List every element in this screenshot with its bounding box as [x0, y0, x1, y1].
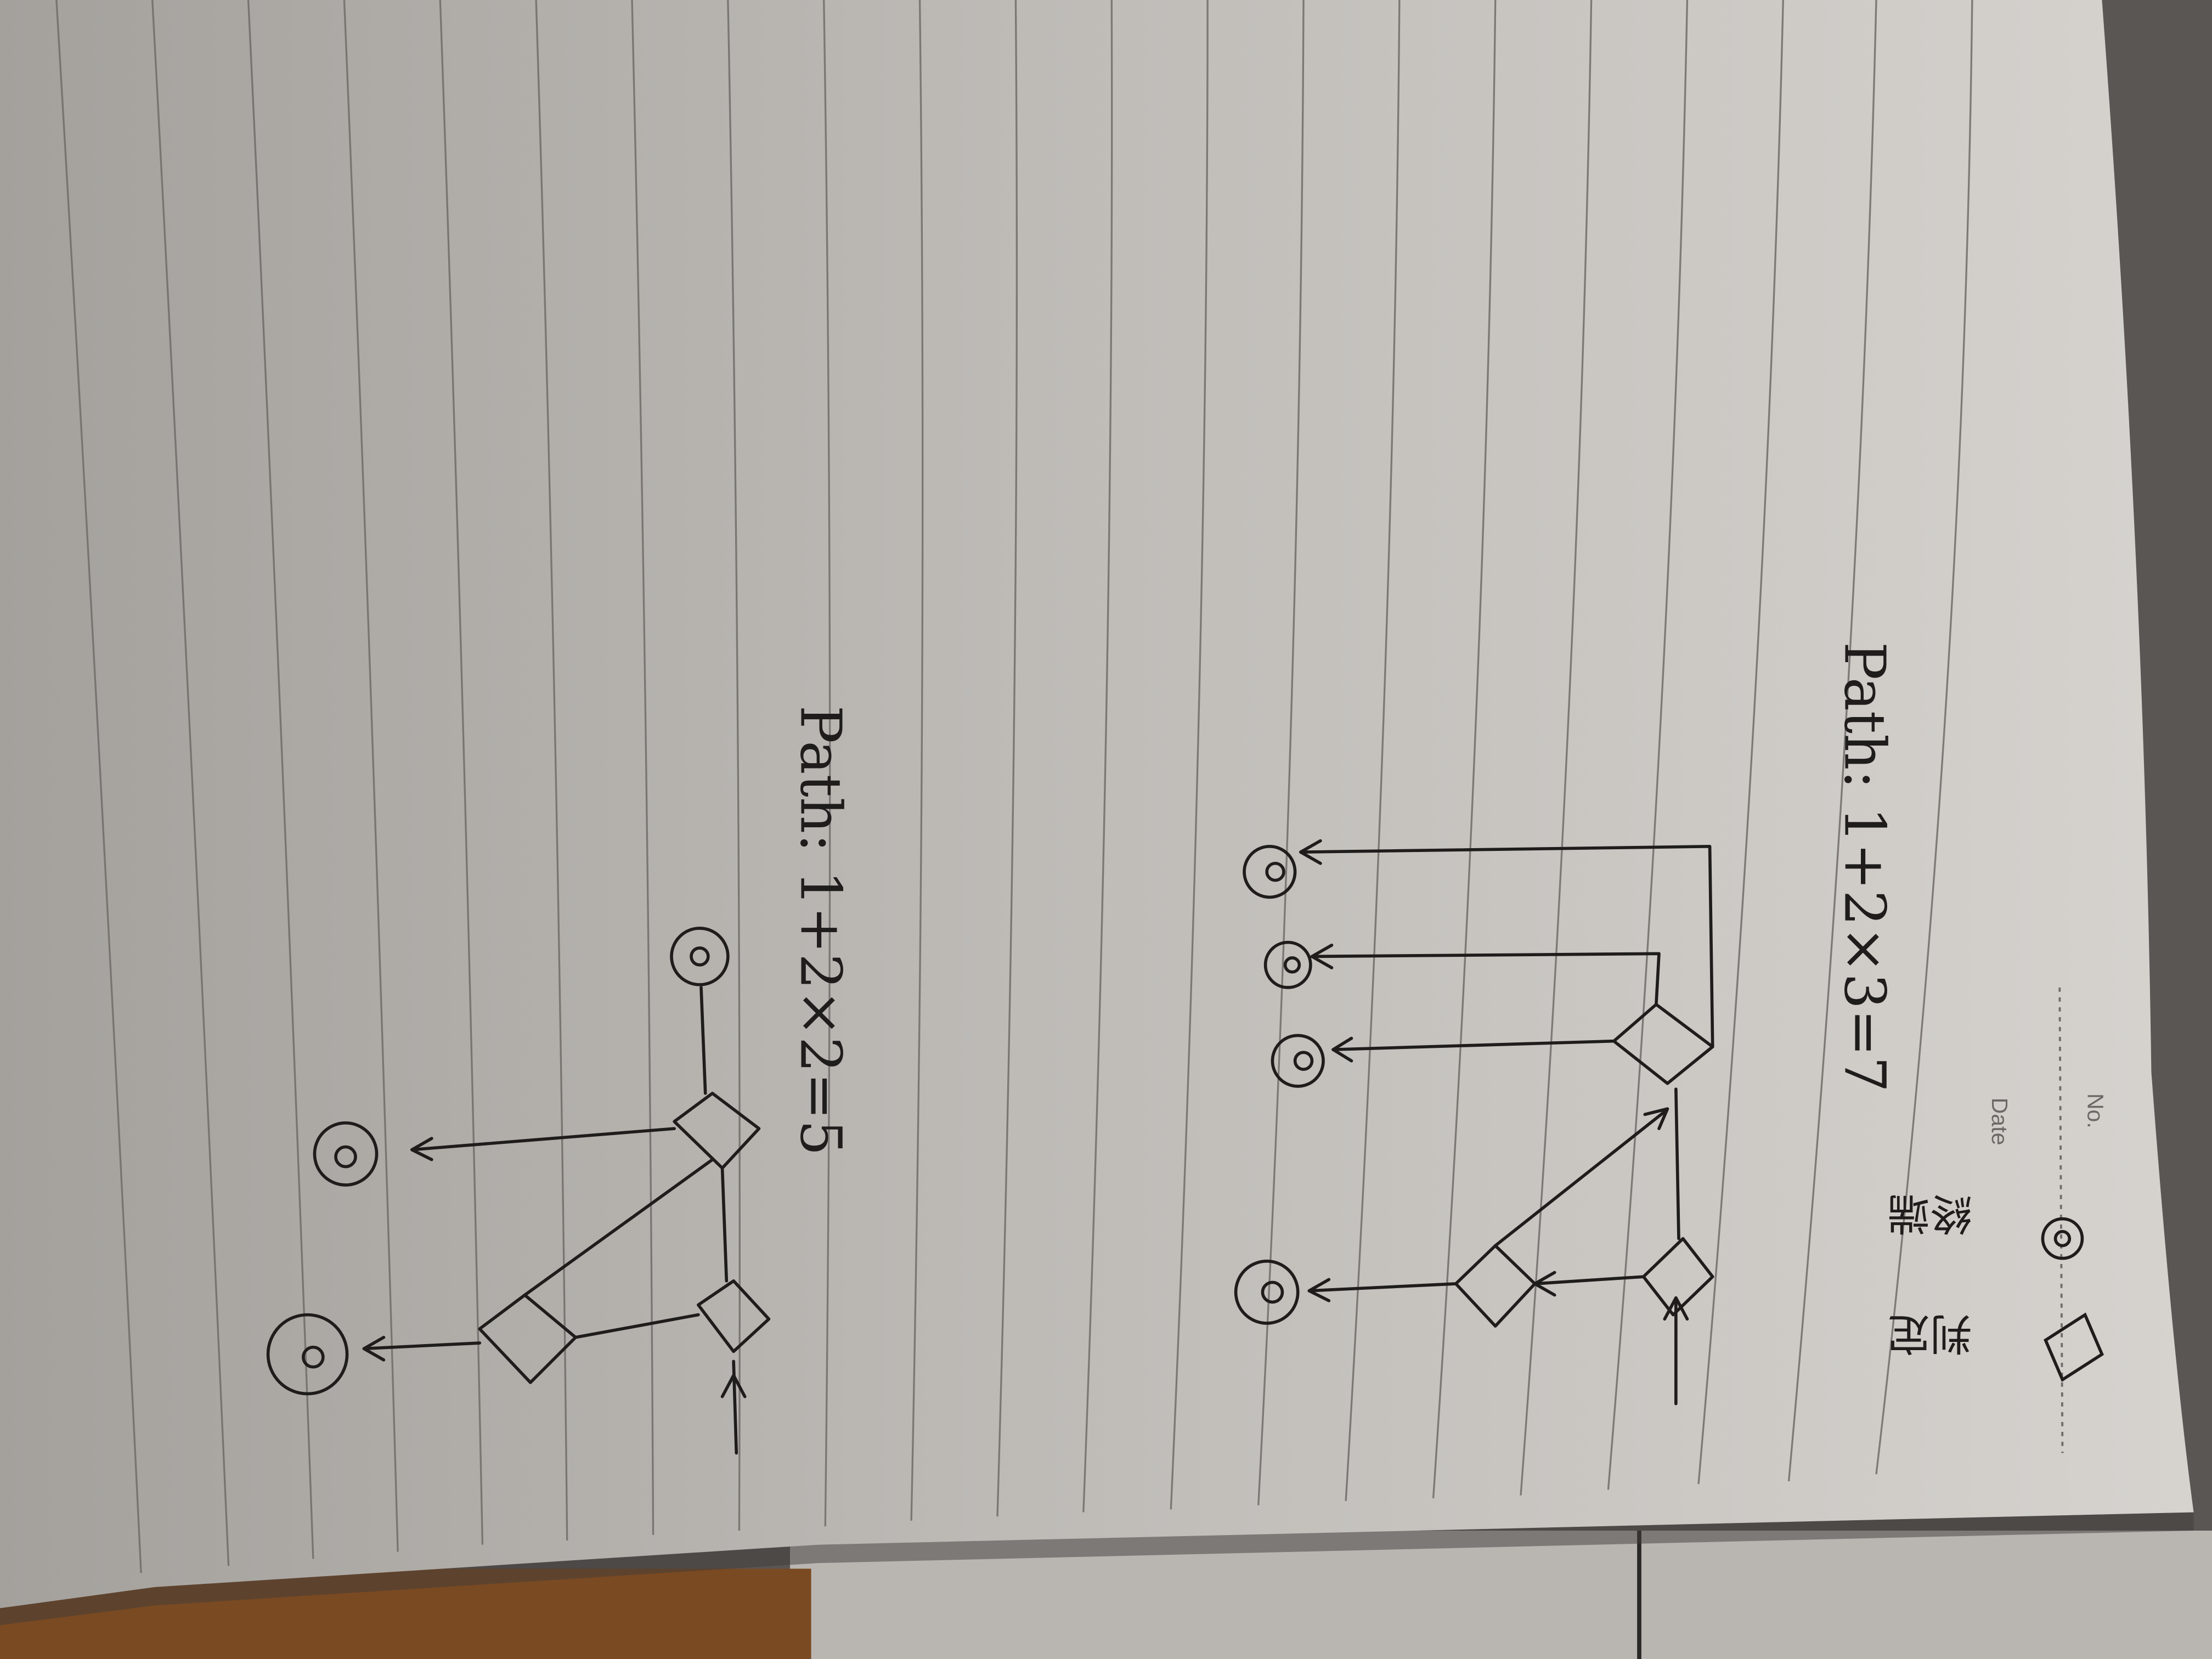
upper-terminal-3 — [1263, 940, 1312, 989]
upper-terminal-4 — [1243, 845, 1297, 899]
lower-terminal-2 — [313, 1121, 379, 1187]
paper-edge-shadow — [0, 1512, 2194, 1626]
ruled-lines — [55, 0, 1973, 1573]
lower-decision-1 — [697, 1279, 771, 1353]
upper-terminal-1 — [1234, 1260, 1300, 1325]
legend-decision-icon — [2044, 1312, 2104, 1383]
lower-decision-3 — [673, 1092, 761, 1170]
legend — [2041, 1217, 2104, 1383]
upper-terminal-2 — [1271, 1034, 1325, 1088]
legend-decision-label: 判定 — [1888, 1308, 1972, 1358]
lower-flowchart — [266, 927, 771, 1455]
date-label: Date — [1987, 1098, 2012, 1146]
upper-flowchart — [1234, 839, 1714, 1406]
no-label: No. — [2083, 1093, 2108, 1128]
legend-terminal-icon — [2041, 1217, 2084, 1260]
lower-path-note: Path: 1+2×2=5 — [788, 706, 853, 1156]
upper-path-note: Path: 1+2×3=7 — [1831, 642, 1897, 1092]
legend-terminal-label: 終端 — [1888, 1189, 1972, 1238]
upper-decision-1 — [1641, 1237, 1714, 1317]
lower-terminal-1 — [670, 927, 730, 986]
lower-terminal-3 — [266, 1313, 349, 1396]
